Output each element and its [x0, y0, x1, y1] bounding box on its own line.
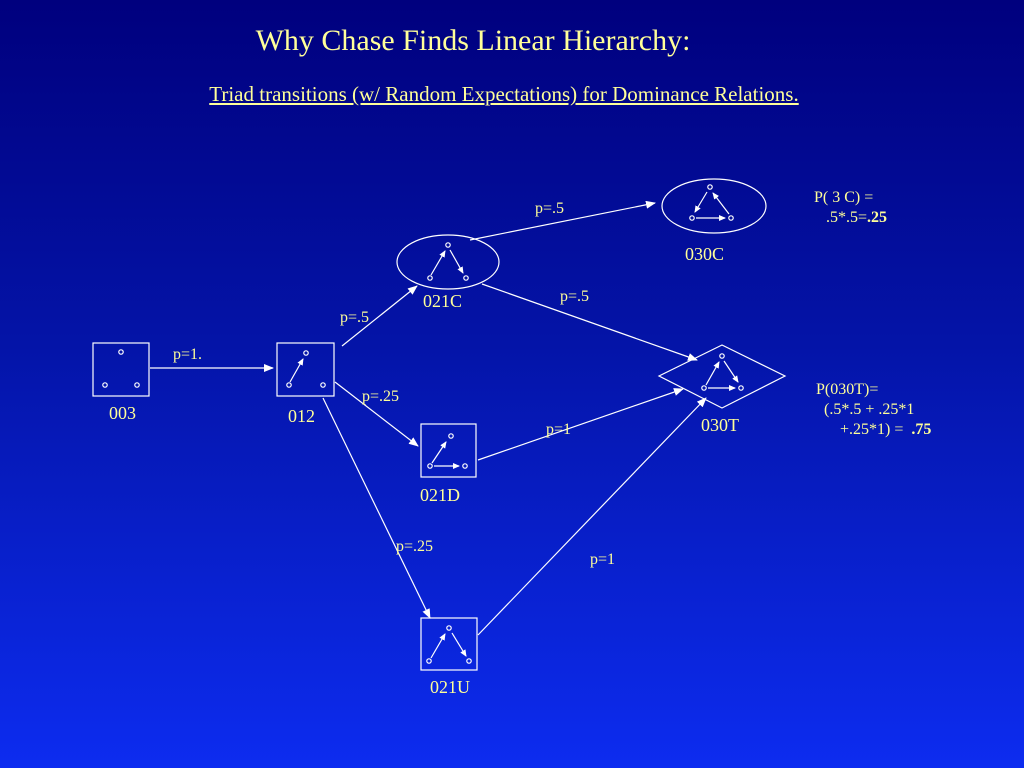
- formula-p3c-line2: .5*.5=.25: [814, 209, 888, 226]
- formula-p030t-line2: (.5*.5 + .25*1: [816, 401, 915, 418]
- node-label-021C: 021C: [423, 291, 463, 311]
- edge-021C-030T: [481, 283, 698, 361]
- node-label-021U: 021U: [430, 677, 470, 697]
- edge-021C-030C: [469, 200, 656, 241]
- formula-p030t-line1: P(030T)=: [816, 381, 879, 398]
- node-label-030T: 030T: [701, 415, 739, 435]
- slide-title: Why Chase Finds Linear Hierarchy:: [255, 24, 691, 57]
- edge-012-021U: [322, 397, 431, 619]
- node-label-021D: 021D: [420, 485, 460, 505]
- edge-label-012-021D: p=.25: [362, 388, 400, 405]
- edge-021U-030T: [477, 397, 707, 636]
- node-003-triad: [92, 342, 150, 397]
- formula-p3c-result: .25: [867, 209, 888, 226]
- node-021U-triad: [420, 617, 478, 671]
- node-030T-triad: [657, 344, 787, 409]
- edge-012-021D: [334, 381, 419, 447]
- slide-subtitle: Triad transitions (w/ Random Expectation…: [209, 82, 799, 106]
- node-label-012: 012: [288, 406, 315, 426]
- node-label-030C: 030C: [685, 244, 725, 264]
- edge-label-021C-030C: p=.5: [535, 200, 565, 217]
- formula-p3c-line1: P( 3 C) =: [814, 189, 874, 206]
- node-021D-triad: [420, 423, 477, 478]
- formula-p030t-result: .75: [911, 421, 932, 438]
- edge-label-021D-030T: p=1: [546, 421, 572, 438]
- edge-label-021C-030T: p=.5: [560, 288, 590, 305]
- formula-p3c: P( 3 C) = .5*.5=.25: [814, 188, 887, 228]
- edge-012-021C: [341, 285, 418, 347]
- formula-p030t-line3: +.25*1) = .75: [816, 421, 932, 438]
- edge-label-021U-030T: p=1: [590, 551, 616, 568]
- formula-p030t: P(030T)= (.5*.5 + .25*1 +.25*1) = .75: [816, 380, 931, 440]
- edge-label-003-012: p=1.: [173, 346, 203, 363]
- node-label-003: 003: [109, 403, 136, 423]
- node-012-triad: [276, 342, 335, 397]
- edge-021D-030T: [477, 388, 684, 461]
- node-030C-triad: [661, 178, 767, 234]
- edge-label-012-021C: p=.5: [340, 309, 370, 326]
- edge-label-012-021U: p=.25: [396, 538, 434, 555]
- node-021C-triad: [396, 234, 500, 290]
